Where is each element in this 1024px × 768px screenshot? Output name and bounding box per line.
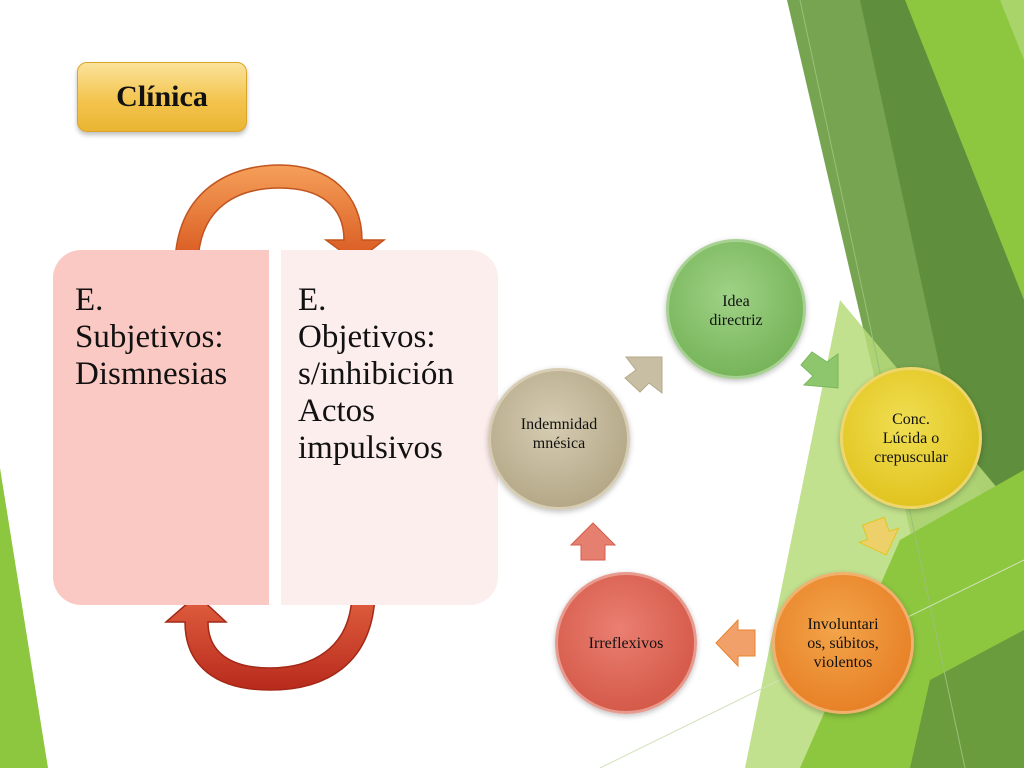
panel-right-line: s/inhibición [298, 356, 454, 392]
title-box: Clínica [77, 62, 247, 132]
cycle-node-involuntarios: Involuntari os, súbitos, violentos [772, 572, 914, 714]
cycle-node-conciencia: Conc. Lúcida o crepuscular [840, 367, 982, 509]
cycle-node-idea-directriz: Idea directriz [666, 239, 806, 379]
panel-left-line: Dismnesias [75, 356, 228, 392]
cycle-node-label: Idea directriz [709, 293, 763, 329]
slide-title: Clínica [116, 80, 208, 113]
objective-effects-panel: E. Objetivos: s/inhibición Actos impulsi… [281, 250, 498, 605]
panel-left-line: Subjetivos: [75, 319, 224, 355]
panel-left-line: E. [75, 282, 104, 318]
cycle-node-label: Irreflexivos [588, 634, 664, 652]
cycle-node-irreflexivos: Irreflexivos [555, 572, 697, 714]
panel-right-line: Objetivos: [298, 319, 436, 355]
cycle-node-label: Conc. Lúcida o crepuscular [874, 410, 948, 466]
cycle-node-label: Indemnidad mnésica [520, 416, 598, 452]
left-green-shape [0, 468, 48, 768]
cycle-node-label: Involuntari os, súbitos, violentos [807, 615, 879, 671]
cycle-node-indemnidad: Indemnidad mnésica [488, 368, 630, 510]
panel-right-line: E. [298, 282, 327, 318]
panel-right-line: impulsivos [298, 430, 443, 466]
subjective-effects-panel: E. Subjetivos: Dismnesias [53, 250, 269, 605]
panel-right-line: Actos [298, 393, 375, 429]
